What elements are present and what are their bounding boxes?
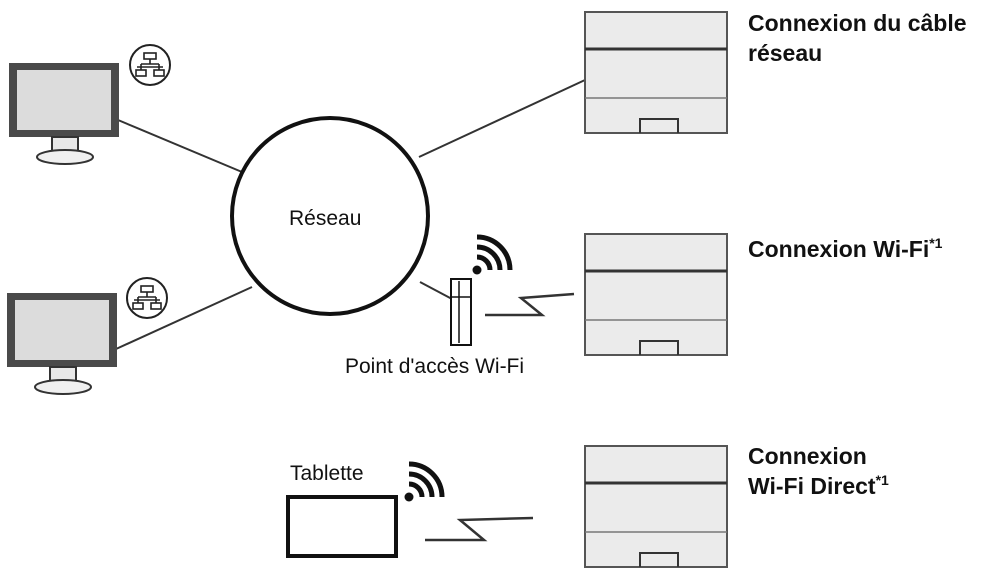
access-point-icon <box>450 278 472 346</box>
wifi-direct-connection-label: Connexion Wi-Fi Direct*1 <box>748 441 889 501</box>
access-point-link <box>419 281 453 300</box>
wifi-icon <box>473 237 511 275</box>
network-icon <box>129 44 171 86</box>
cable-link-printer <box>418 79 586 158</box>
network-circle <box>230 116 430 316</box>
printer-icon <box>583 232 729 357</box>
printer-icon <box>583 444 729 569</box>
access-point-label: Point d'accès Wi-Fi <box>345 355 525 378</box>
cable-connection-line2: réseau <box>748 40 823 66</box>
tablet-label: Tablette <box>290 462 364 485</box>
network-icon <box>126 277 168 319</box>
wifi-direct-footnote-marker: *1 <box>875 472 889 488</box>
wifi-link-zigzag <box>485 292 575 317</box>
wifi-direct-line2: Wi-Fi Direct <box>748 473 876 499</box>
wifi-icon <box>405 464 443 502</box>
wifi-footnote-marker: *1 <box>929 235 943 251</box>
wifi-connection-text: Connexion Wi-Fi <box>748 236 930 262</box>
wifi-connection-label: Connexion Wi-Fi*1 <box>748 234 942 264</box>
cable-link-monitor-top <box>117 119 243 173</box>
monitor-icon <box>6 292 118 395</box>
printer-icon <box>583 10 729 135</box>
cable-connection-label: Connexion du câble réseau <box>748 8 967 68</box>
wifi-direct-link-zigzag <box>425 516 534 542</box>
monitor-icon <box>8 62 120 165</box>
network-label: Réseau <box>289 207 362 230</box>
tablet-icon <box>286 495 398 558</box>
cable-connection-line1: Connexion du câble <box>748 10 967 36</box>
cable-link-monitor-bottom <box>115 286 253 350</box>
wifi-direct-line1: Connexion <box>748 443 867 469</box>
